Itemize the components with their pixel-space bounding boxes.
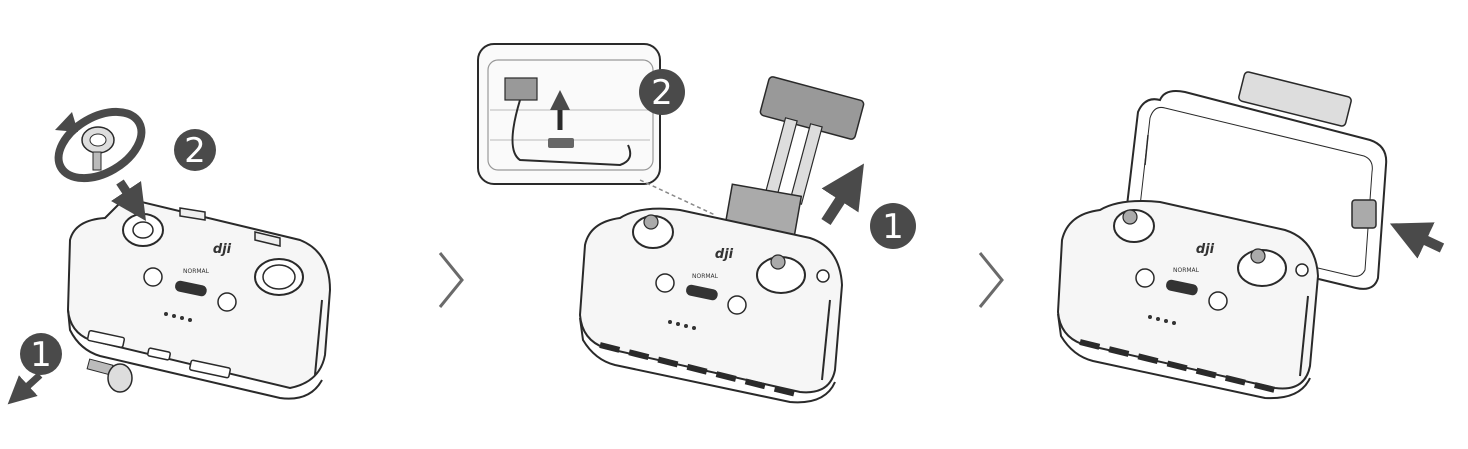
control-stick-bottom xyxy=(86,358,133,393)
insert-arrow xyxy=(111,179,146,221)
svg-text:dji: dji xyxy=(715,247,734,262)
chevron-right-icon xyxy=(978,252,1004,308)
controller-body: dji NORMAL xyxy=(66,196,332,400)
step-badge-2: 2 xyxy=(174,129,216,171)
svg-text:dji: dji xyxy=(1196,242,1215,257)
phone-holder xyxy=(723,76,865,242)
plug-arrow xyxy=(1389,222,1445,259)
controller-body-2: dji NORMAL xyxy=(578,207,844,404)
step-badge-1b: 1 xyxy=(870,203,916,249)
step-3-panel: dji NORMAL xyxy=(1056,71,1445,400)
controller-body-3: dji NORMAL xyxy=(1056,200,1320,400)
phone-clamp xyxy=(1238,71,1352,127)
step-1-panel: dji NORMAL 1 xyxy=(7,107,332,405)
cable-plug xyxy=(1351,199,1377,229)
step-badge-2b xyxy=(639,69,685,115)
mode-label: NORMAL xyxy=(183,268,210,275)
svg-text:NORMAL: NORMAL xyxy=(692,273,719,280)
chevron-right-icon xyxy=(438,252,464,308)
extend-arrow xyxy=(821,163,864,225)
svg-text:2: 2 xyxy=(184,131,206,171)
svg-text:NORMAL: NORMAL xyxy=(1173,267,1200,274)
remove-arrow xyxy=(7,372,43,405)
control-stick-top xyxy=(54,107,146,183)
step-2-panel: 2 dji NORMAL xyxy=(477,43,916,404)
cable-detail-inset: 2 xyxy=(477,43,685,185)
step-badge-1: 1 xyxy=(20,333,62,375)
svg-text:2: 2 xyxy=(651,73,673,113)
dji-logo: dji xyxy=(213,242,232,257)
svg-text:1: 1 xyxy=(30,335,52,375)
svg-text:1: 1 xyxy=(882,207,904,247)
